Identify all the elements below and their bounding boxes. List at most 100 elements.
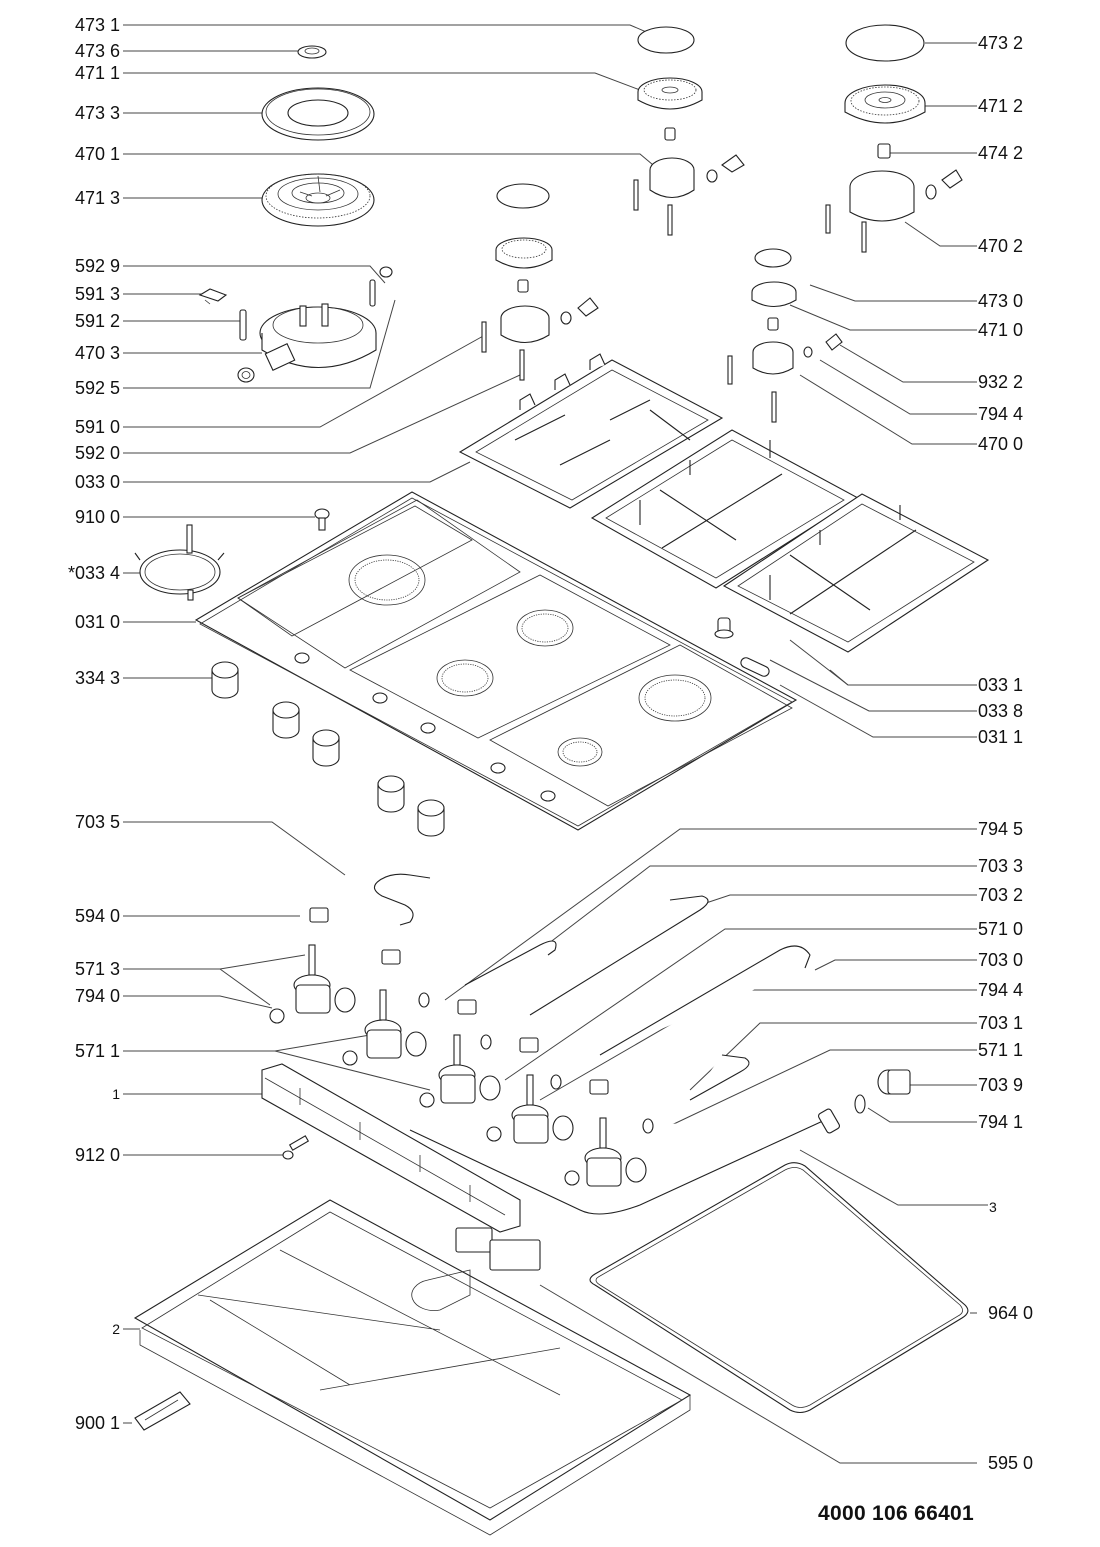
gas-valves (269, 944, 647, 1187)
burner-body-center (481, 279, 599, 381)
part-label-571-3: 571 3 (74, 959, 120, 979)
gas-tube-703-5 (373, 873, 431, 926)
part-label-031-0: 031 0 (74, 612, 120, 632)
part-label-473-3: 473 3 (74, 103, 120, 123)
valve-1 (269, 944, 356, 1024)
part-label-473-6: 473 6 (74, 41, 120, 61)
screw-910-0 (314, 508, 330, 531)
bottom-tray-2 (133, 1199, 692, 1536)
part-label-591-3: 591 3 (74, 284, 120, 304)
part-label-591-2: 591 2 (74, 311, 120, 331)
part-label-334-3: 334 3 (74, 668, 120, 688)
hob-top-plate (194, 491, 798, 831)
mounting-bracket-900-1 (134, 1391, 191, 1431)
part-label-794-1: 794 1 (978, 1112, 1024, 1132)
control-knobs (211, 661, 445, 837)
part-label-932-2: 932 2 (978, 372, 1024, 392)
valve-4 (486, 1074, 574, 1144)
part-label-594-0: 594 0 (74, 906, 120, 926)
part-label-794-5: 794 5 (978, 819, 1024, 839)
part-label-703-2: 703 2 (978, 885, 1024, 905)
part-label-470-2: 470 2 (978, 236, 1024, 256)
part-label-964-0: 964 0 (988, 1303, 1034, 1323)
thermocouple-small (369, 266, 393, 307)
part-label-912-0: 912 0 (74, 1145, 120, 1165)
seal-794-1 (854, 1094, 866, 1114)
part-label-703-0: 703 0 (978, 950, 1024, 970)
part-label-595-0: 595 0 (988, 1453, 1034, 1473)
part-label-794-4-top: 794 4 (978, 404, 1024, 424)
injector-nozzle (664, 127, 676, 141)
part-label-473-1: 473 1 (74, 15, 120, 35)
part-label-591-0: 591 0 (74, 417, 120, 437)
rubber-foot-033-1 (714, 617, 734, 639)
seal-964-0 (589, 1162, 969, 1414)
wok-support-ring (134, 524, 225, 601)
part-label-033-0: 033 0 (74, 472, 120, 492)
part-label-471-2: 471 2 (978, 96, 1024, 116)
clamps-594-0 (309, 907, 654, 1134)
screw-912-0 (282, 1135, 310, 1160)
pan-support-right (722, 493, 990, 653)
badge-033-8 (740, 657, 770, 677)
part-label-592-5: 592 5 (74, 378, 120, 398)
burner-head-471-0 (751, 281, 797, 308)
part-label-474-2: 474 2 (978, 143, 1024, 163)
part-label-571-0: 571 0 (978, 919, 1024, 939)
part-label-1: 1 (112, 1086, 120, 1102)
part-label-794-0: 794 0 (74, 986, 120, 1006)
thermocouple-clip (198, 288, 228, 305)
part-label-703-1: 703 1 (978, 1013, 1024, 1033)
part-label-031-1: 031 1 (978, 727, 1024, 747)
pan-support-left (458, 353, 724, 509)
part-label-2: 2 (112, 1321, 120, 1337)
burner-cap-473-2 (845, 24, 925, 62)
knob-1 (211, 661, 239, 699)
part-label-033-8: 033 8 (978, 701, 1024, 721)
ignition-rail-1 (261, 1063, 521, 1233)
part-label-703-9: 703 9 (978, 1075, 1024, 1095)
connector-703-9 (877, 1069, 911, 1095)
part-label-473-0: 473 0 (978, 291, 1024, 311)
knob-2 (272, 701, 300, 739)
part-label-471-3: 471 3 (74, 188, 120, 208)
burner-head-471-2 (844, 84, 926, 124)
part-label-703-5: 703 5 (74, 812, 120, 832)
burner-head-471-1 (637, 77, 703, 110)
part-label-470-3: 470 3 (74, 343, 120, 363)
part-label-471-0: 471 0 (978, 320, 1024, 340)
part-label-910-0: 910 0 (74, 507, 120, 527)
wok-burner-head (261, 173, 375, 227)
part-label-473-2: 473 2 (978, 33, 1024, 53)
knob-4 (377, 775, 405, 813)
knob-3 (312, 729, 340, 767)
part-label-592-0: 592 0 (74, 443, 120, 463)
burner-cap-center (496, 183, 550, 209)
valve-3 (419, 1034, 501, 1108)
burner-body-470-1 (633, 154, 745, 236)
part-label-571-1-left: 571 1 (74, 1041, 120, 1061)
part-label-794-4-bottom: 794 4 (978, 980, 1024, 1000)
gas-tube-703-0 (599, 945, 811, 1056)
gas-tube-703-1 (689, 1054, 750, 1101)
burner-body-470-2 (825, 169, 963, 253)
valve-5 (564, 1117, 647, 1187)
valve-2 (342, 989, 427, 1066)
burner-cap-473-1 (637, 26, 695, 54)
burner-head-center (495, 237, 553, 269)
burner-cap-small (297, 45, 327, 59)
part-label-471-1: 471 1 (74, 63, 120, 83)
wok-burner-body (259, 303, 377, 371)
part-label-900-1: 900 1 (74, 1413, 120, 1433)
part-label-3: 3 (989, 1199, 997, 1215)
gas-tube-703-2 (529, 895, 709, 1016)
part-label-033-4: *033 4 (67, 563, 120, 583)
part-label-703-3: 703 3 (978, 856, 1024, 876)
nozzle-fitting (237, 367, 255, 383)
ignition-plug (239, 309, 247, 341)
part-label-033-1: 033 1 (978, 675, 1024, 695)
part-label-571-1-right: 571 1 (978, 1040, 1024, 1060)
ignition-module-595-0 (455, 1227, 541, 1271)
document-number: 4000 106 66401 (818, 1502, 975, 1525)
